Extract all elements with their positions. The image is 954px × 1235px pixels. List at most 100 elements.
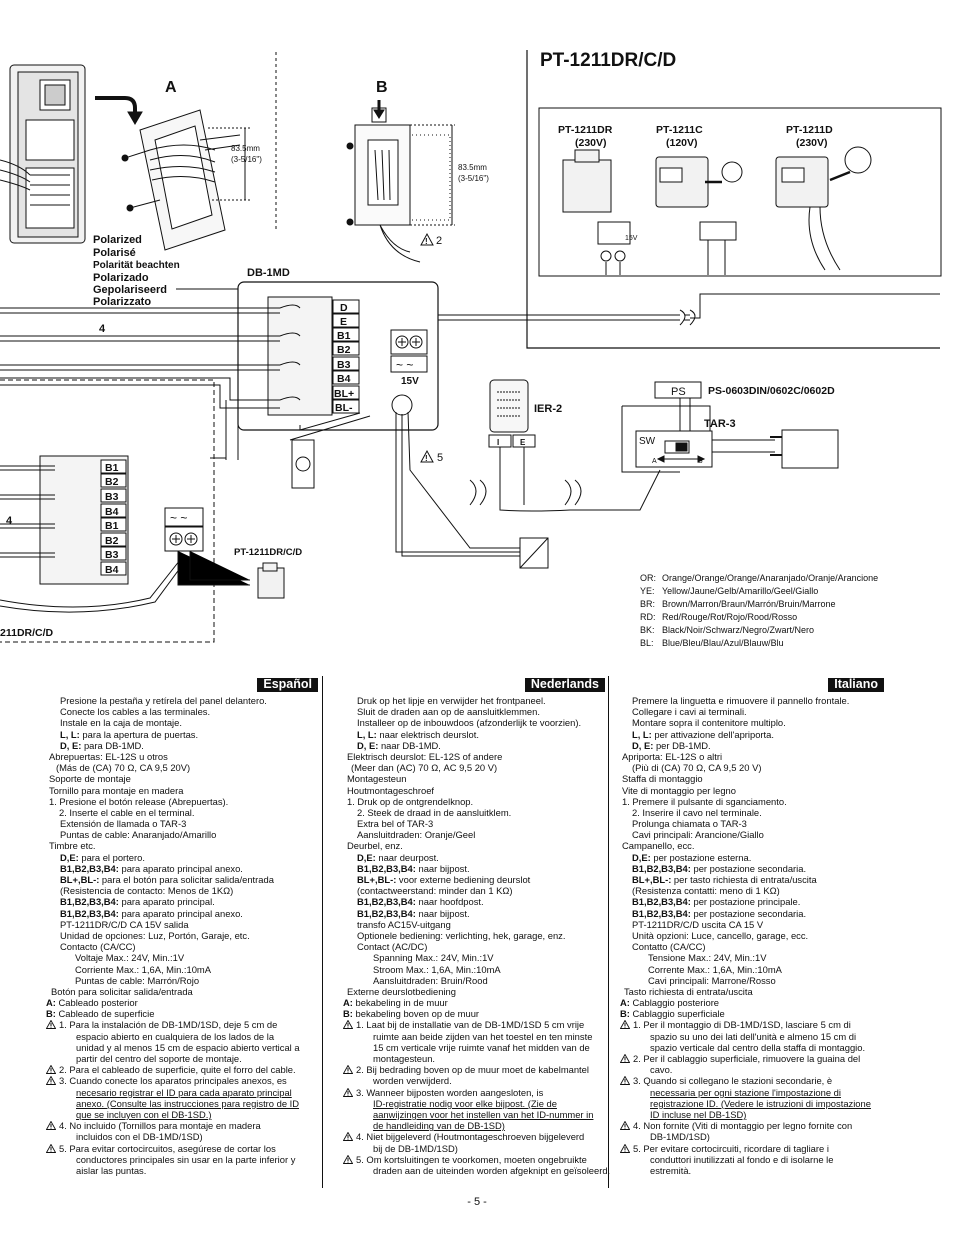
text-line: D, E: para DB-1MD. xyxy=(0,740,318,751)
text-line: Botón para solicitar salida/entrada xyxy=(0,986,318,997)
line-text: Collegare i cavi ai terminali. xyxy=(632,706,747,718)
warning-icon: ! xyxy=(420,232,434,246)
text-line: Aansluitdraden: Oranje/Geel xyxy=(333,829,605,840)
dim-a: 83.5mm xyxy=(231,144,260,153)
text-line: B1,B2,B3,B4: para aparato principal. xyxy=(0,896,318,907)
line-text: worden verwijderd. xyxy=(373,1075,452,1087)
line-text: Prolunga chiamata o TAR-3 xyxy=(632,818,747,830)
line-text: 2. Steek de draad in de aansluitklem. xyxy=(357,806,512,818)
text-line: (contactweerstand: minder dan 1 KΩ) xyxy=(333,885,605,896)
line-text: 4. Non fornite (Viti di montaggio per le… xyxy=(633,1120,853,1132)
text-line: espacio abierto en cualquiera de los lad… xyxy=(0,1031,318,1042)
column-title: Italiano xyxy=(828,678,884,693)
pt-small-label: PT-1211DR/C/D xyxy=(234,547,302,558)
text-line: BL+,BL-: per tasto richiesta di entrata/… xyxy=(620,874,884,885)
svg-text:OR:: OR: xyxy=(640,573,656,583)
text-line: 5. Om kortsluitingen te voorkomen, moete… xyxy=(333,1154,605,1165)
text-line: conductores principales sin usar en la p… xyxy=(0,1154,318,1165)
ier2-terminal-e: E xyxy=(520,438,526,447)
text-line: Optionele bediening: verlichting, hek, g… xyxy=(333,930,605,941)
svg-text:Black/Noir/Schwarz/Negro/Zwart: Black/Noir/Schwarz/Negro/Zwart/Nero xyxy=(662,625,814,635)
line-text: Unità opzioni: Luce, cancello, garage, e… xyxy=(632,929,809,941)
line-text: Instale en la caja de montaje. xyxy=(60,717,182,729)
text-line: registrazione ID. (Vedere le istruzioni … xyxy=(620,1098,884,1109)
svg-text:B2: B2 xyxy=(105,476,119,488)
line-text: montagesteun. xyxy=(373,1053,436,1064)
text-line: ruimte aan beide zijden van het toestel … xyxy=(333,1031,605,1042)
term-label: L, L: xyxy=(632,728,652,740)
line-text: PT-1211DR/C/D CA 15V salida xyxy=(60,918,189,930)
svg-text:D: D xyxy=(340,302,348,314)
text-line: Elektrisch deurslot: EL-12S of andere xyxy=(333,751,605,762)
term-label: L, L: xyxy=(357,728,377,740)
line-text: spazio su uno dei lati dell'unità e alme… xyxy=(650,1030,857,1042)
svg-text:~ ~: ~ ~ xyxy=(396,358,413,372)
text-line: Tensione Max.: 24V, Min.:1V xyxy=(620,952,884,963)
line-text: Stroom Max.: 1,6A, Min.:10mA xyxy=(373,963,501,975)
term-label: B: xyxy=(343,1008,353,1020)
warning-icon xyxy=(620,1075,633,1086)
text-line: B1,B2,B3,B4: para aparato principal anex… xyxy=(0,908,318,919)
line-text: registrazione ID. (Vedere le istruzioni … xyxy=(650,1097,871,1109)
line-text: Voltaje Max.: 24V, Min.:1V xyxy=(75,952,185,964)
line-text: aanwijzingen voor het instellen van het … xyxy=(373,1108,594,1120)
sub-power-terminal: ~ ~ xyxy=(164,507,250,586)
column-lines: Premere la linguetta e rimuovere il pann… xyxy=(620,695,884,1176)
text-line: (Más de (CA) 70 Ω, CA 9,5 20V) xyxy=(0,762,318,773)
line-text: Contatto (CA/CC) xyxy=(632,941,706,953)
svg-text:B4: B4 xyxy=(105,564,119,576)
term-label: B: xyxy=(46,1008,56,1020)
warning-icon xyxy=(46,1120,59,1131)
ier2-terminal-i: I xyxy=(497,438,499,447)
text-line: 1. Laat bij de installatie van de DB-1MD… xyxy=(333,1019,605,1030)
line-text: Montagesteun xyxy=(347,773,407,785)
warning-4a-label: 4 xyxy=(99,323,106,335)
line-text: (Resistenza contatti: meno di 1 KΩ) xyxy=(632,885,780,897)
warning-icon xyxy=(46,1019,59,1030)
svg-text:BL+: BL+ xyxy=(334,388,354,400)
line-text: Montare sopra il contenitore multiplo. xyxy=(632,717,786,729)
db1md-output-cable xyxy=(289,394,520,557)
text-line: Stroom Max.: 1,6A, Min.:10mA xyxy=(333,964,605,975)
line-text: conductores principales sin usar en la p… xyxy=(76,1153,296,1165)
line-text: Conecte los cables a las terminales. xyxy=(60,706,211,718)
text-line: B: bekabeling boven op de muur xyxy=(333,1008,605,1019)
line-text: 3. Wanneer bijposten worden aangesloten,… xyxy=(356,1086,544,1098)
line-text: para el portero. xyxy=(78,851,145,863)
text-line: anexo. (Consulte las instrucciones para … xyxy=(0,1098,318,1109)
line-text: per postazione esterna. xyxy=(650,851,752,863)
svg-text:15V: 15V xyxy=(625,235,638,242)
line-text: ID incluse nel DB-1SD) xyxy=(650,1108,747,1120)
line-text: Presione la pestaña y retírela del panel… xyxy=(60,695,267,706)
text-line: D, E: per DB-1MD. xyxy=(620,740,884,751)
line-text: para DB-1MD. xyxy=(81,739,144,751)
line-text: Installeer op de inbouwdoos (afzonderlij… xyxy=(357,717,582,729)
warning-icon xyxy=(620,1143,633,1154)
text-line: Campanello, ecc. xyxy=(620,840,884,851)
svg-text:PT-1211D: PT-1211D xyxy=(786,124,833,136)
text-line: B: Cablaggio superficiale xyxy=(620,1008,884,1019)
line-text: 5. Per evitare cortocircuiti, ricordare … xyxy=(633,1142,829,1154)
term-label: D, E: xyxy=(60,739,82,751)
text-line: Extensión de llamada o TAR-3 xyxy=(0,818,318,829)
text-line: Timbre etc. xyxy=(0,840,318,851)
line-text: para aparato principal anexo. xyxy=(118,907,243,919)
warning-4b-label: 4 xyxy=(6,515,13,527)
line-text: Aansluitdraden: Oranje/Geel xyxy=(357,829,476,841)
text-line: PT-1211DR/C/D uscita CA 15 V xyxy=(620,919,884,930)
text-line: Corrente Max.: 1,6A, Min.:10mA xyxy=(620,964,884,975)
line-text: 15 cm verticale vrije ruimte vanaf het m… xyxy=(373,1041,590,1053)
term-label: B1,B2,B3,B4: xyxy=(357,862,416,874)
text-line: Puntas de cable: Anaranjado/Amarillo xyxy=(0,829,318,840)
text-line: B: Cableado de superficie xyxy=(0,1008,318,1019)
line-text: transfo AC15V-uitgang xyxy=(357,918,451,930)
color-legend: OR:Orange/Orange/Orange/Anaranjado/Oranj… xyxy=(640,573,878,648)
line-text: naar bijpost. xyxy=(415,907,470,919)
term-label: B1,B2,B3,B4: xyxy=(60,862,119,874)
text-line: Spanning Max.: 24V, Min.:1V xyxy=(333,952,605,963)
line-text: 3. Cuando conecte los aparatos principal… xyxy=(59,1075,287,1087)
text-line: (Resistenza contatti: meno di 1 KΩ) xyxy=(620,885,884,896)
svg-text:B4: B4 xyxy=(105,506,119,518)
text-line: Montare sopra il contenitore multiplo. xyxy=(620,717,884,728)
text-line: Prolunga chiamata o TAR-3 xyxy=(620,818,884,829)
